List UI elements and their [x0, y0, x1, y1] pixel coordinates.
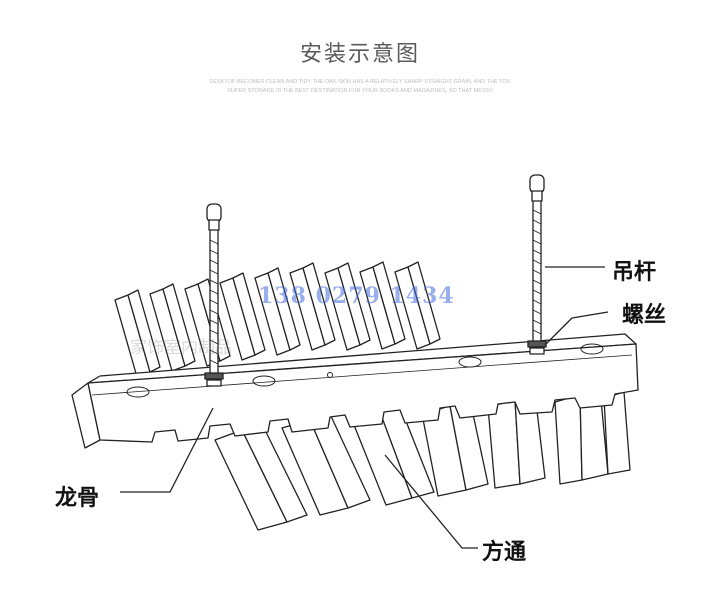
subtitle-line-2: SUPER STORAGE IS THE BEST DESTINATION FO…	[227, 88, 493, 94]
hanger-rod-left	[204, 203, 224, 387]
keel	[71, 333, 639, 449]
subtitle-line-1: DESKTOP BECOMES CLEAN AND TIDY THE OAK S…	[209, 79, 511, 85]
leader-lines	[120, 266, 609, 549]
label-hanger-rod: 吊杆	[612, 260, 657, 285]
subtitle-block: DESKTOP BECOMES CLEAN AND TIDY THE OAK S…	[0, 78, 720, 96]
label-keel: 龙骨	[55, 486, 100, 511]
label-screw: 螺丝	[622, 303, 667, 328]
watermark-phone: 138 0279 1434	[258, 283, 455, 309]
keel-slots	[126, 343, 604, 398]
diagram-title: 安装示意图	[299, 42, 420, 67]
leader-keel	[120, 407, 214, 493]
leader-screw	[544, 311, 609, 346]
watermark-shop: 家饰室内制品	[130, 338, 232, 358]
hanger-rod-right	[527, 174, 547, 355]
label-square-tube: 方通	[482, 540, 527, 565]
leader-square-tube	[384, 454, 478, 549]
